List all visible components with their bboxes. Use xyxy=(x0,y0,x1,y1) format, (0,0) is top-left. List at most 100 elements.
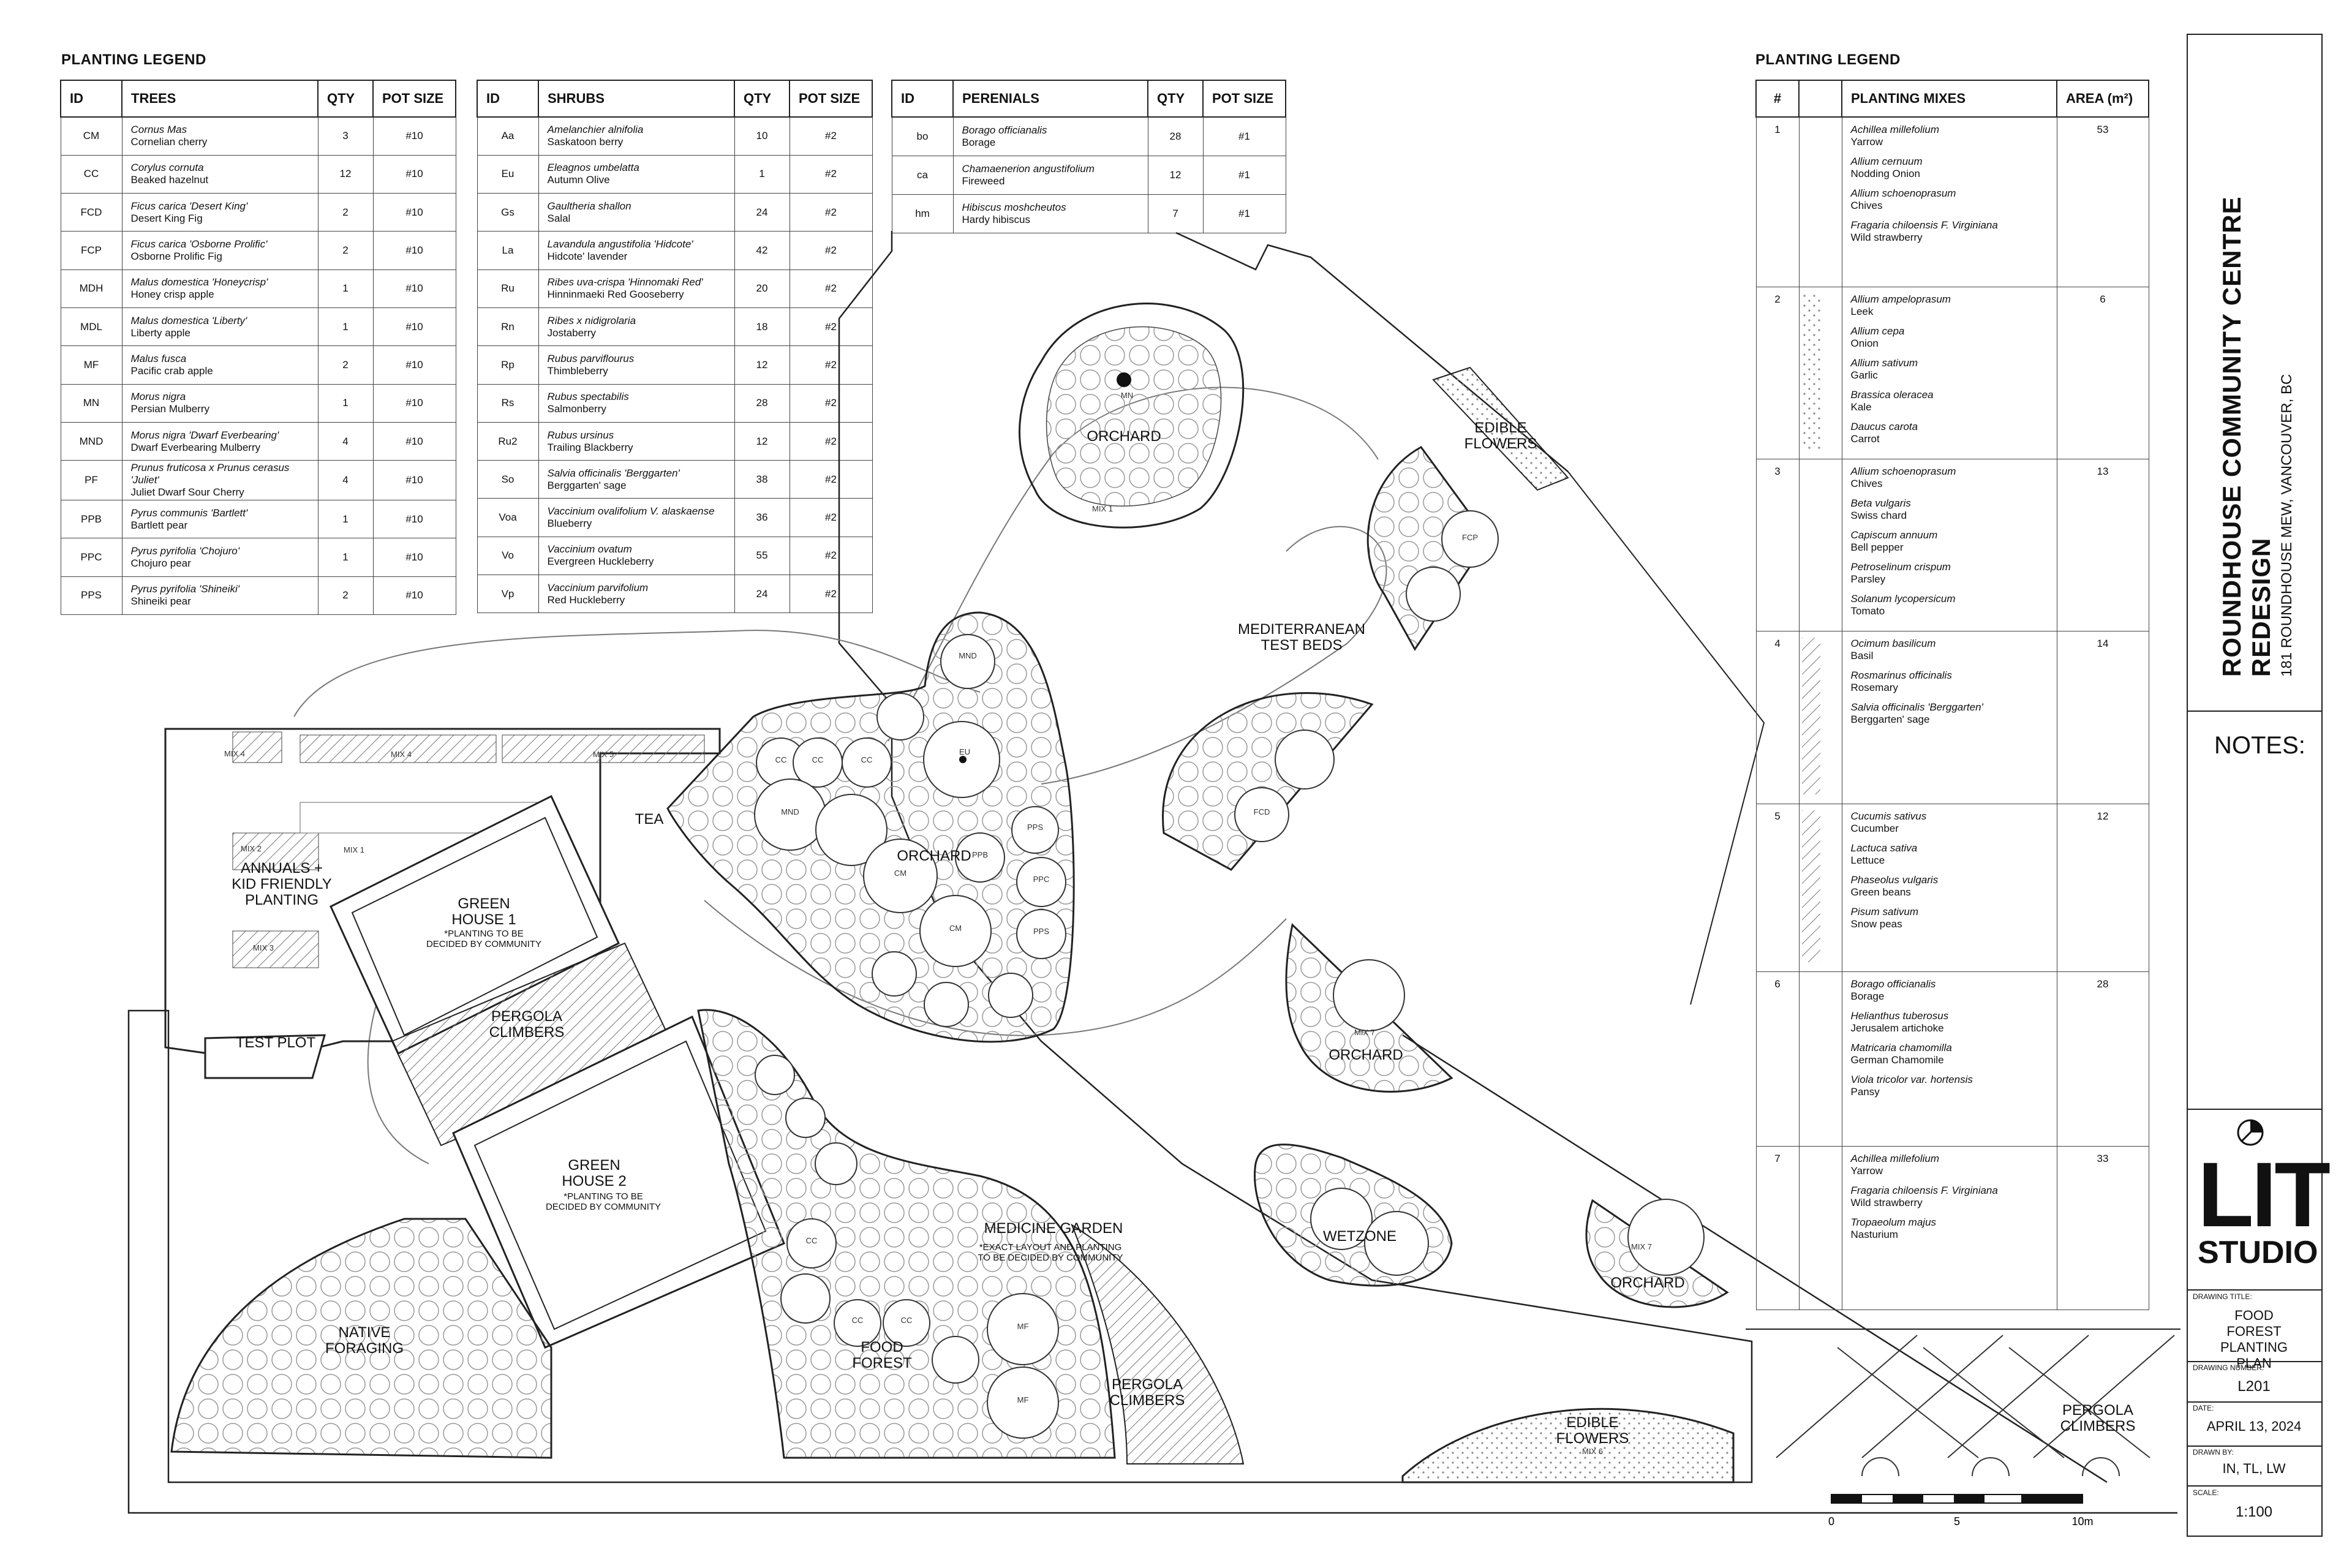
trees-header-row: ID TREES QTY POT SIZE xyxy=(60,80,456,118)
label-food-forest: FOOD FOREST xyxy=(852,1339,912,1371)
label-pergola-1: PERGOLA CLIMBERS xyxy=(489,1008,565,1041)
label-cc-2: CC xyxy=(812,755,824,764)
common-name: Hidcote' lavender xyxy=(547,251,628,263)
label-tea: TEA xyxy=(635,811,664,827)
row-id: CM xyxy=(60,116,123,156)
col-id: ID xyxy=(477,80,539,118)
common-name: Evergreen Huckleberry xyxy=(547,556,654,568)
row-pot-size: #2 xyxy=(789,498,873,537)
label-mix3: MIX 3 xyxy=(253,943,274,952)
mix-number: 7 xyxy=(1755,1146,1800,1310)
label-wetzone: WETZONE xyxy=(1323,1228,1396,1245)
latin-name: Ribes x nidigrolaria xyxy=(547,314,636,326)
latin-name: Pyrus pyrifolia 'Chojuro' xyxy=(130,545,240,557)
row-id: Voa xyxy=(477,498,539,537)
row-id: Vo xyxy=(477,536,539,576)
col-pot-size: POT SIZE xyxy=(1202,80,1286,118)
latin-name: Corylus cornuta xyxy=(130,162,204,174)
project-title-vertical: ROUNDHOUSE COMMUNITY CENTRE REDESIGN 181… xyxy=(2217,64,2295,677)
row-pot-size: #2 xyxy=(789,345,873,385)
label-pps-1: PPS xyxy=(1027,823,1043,832)
latin-name: Allium schoenoprasum xyxy=(1850,466,1956,477)
latin-name: Allium sativum xyxy=(1850,357,1918,369)
common-name: Saskatoon berry xyxy=(547,136,624,148)
latin-name: Malus domestica 'Honeycrisp' xyxy=(130,276,268,288)
col-perennials: PERENIALS xyxy=(952,80,1148,118)
label-mf-1: MF xyxy=(1017,1322,1029,1331)
notes-label: NOTES: xyxy=(2214,732,2305,759)
common-name: Blueberry xyxy=(547,518,592,530)
row-pot-size: #1 xyxy=(1202,194,1286,233)
orchard-top-bed xyxy=(1019,303,1245,529)
latin-name: Lactuca sativa xyxy=(1850,842,1918,854)
common-name: Chives xyxy=(1850,200,1883,211)
common-name: Lettuce xyxy=(1850,854,1885,866)
common-name: Desert King Fig xyxy=(130,212,203,224)
row-id: PF xyxy=(60,460,123,501)
greenhouse-1 xyxy=(330,794,620,1055)
mix-swatch-icon xyxy=(1802,1153,1820,1300)
label-cm-1: CM xyxy=(894,869,907,878)
latin-name: Solanum lycopersicum xyxy=(1850,593,1956,605)
col-shrubs: SHRUBS xyxy=(538,80,735,118)
row-name: Ribes uva-crispa 'Hinnomaki Red'Hinninma… xyxy=(538,269,735,308)
row-id: Rs xyxy=(477,383,539,423)
row-id: PPS xyxy=(60,576,123,616)
common-name: Leek xyxy=(1850,306,1874,317)
common-name: Carrot xyxy=(1850,433,1880,445)
latin-name: Daucus carota xyxy=(1850,421,1918,432)
drawing-number: L201 xyxy=(2237,1378,2271,1395)
row-id: Ru2 xyxy=(477,421,539,461)
project-title: ROUNDHOUSE COMMUNITY CENTRE REDESIGN xyxy=(2217,196,2275,677)
test-plot xyxy=(204,1034,326,1079)
label-mnd-2: MND xyxy=(781,807,799,816)
latin-name: Capiscum annuum xyxy=(1850,529,1938,541)
row-id: So xyxy=(477,460,539,499)
common-name: Berggarten' sage xyxy=(547,479,627,491)
row-pot-size: #10 xyxy=(372,421,456,461)
latin-name: Vaccinium parvifolium xyxy=(547,581,649,594)
row-pot-size: #10 xyxy=(372,154,456,194)
legend-row: PPC Pyrus pyrifolia 'Chojuro'Chojuro pear… xyxy=(60,538,456,577)
common-name: Salal xyxy=(547,212,571,224)
row-id: PPC xyxy=(60,538,123,577)
col-area: AREA (m²) xyxy=(2056,80,2149,118)
latin-name: Pisum sativum xyxy=(1850,906,1919,918)
row-name: Ficus carica 'Osborne Prolific'Osborne P… xyxy=(121,231,318,270)
label-ppc: PPC xyxy=(1033,875,1050,884)
common-name: Yarrow xyxy=(1850,1165,1883,1177)
note-medicine-garden: *EXACT LAYOUT AND PLANTING TO BE DECIDED… xyxy=(978,1242,1123,1263)
label-mix7a: MIX 7 xyxy=(1354,1028,1375,1037)
common-name: Cornelian cherry xyxy=(130,136,208,148)
common-name: Nodding Onion xyxy=(1850,168,1920,179)
row-qty: 1 xyxy=(317,383,374,423)
row-pot-size: #10 xyxy=(372,383,456,423)
label-cm-2: CM xyxy=(949,924,962,933)
latin-name: Ficus carica 'Osborne Prolific' xyxy=(130,238,268,251)
mix-swatch-icon xyxy=(1802,978,1820,1137)
common-name: Swiss chard xyxy=(1850,510,1907,521)
common-name: Yarrow xyxy=(1850,136,1883,148)
common-name: Chojuro pear xyxy=(130,557,191,570)
mix-swatch-icon xyxy=(1801,638,1820,794)
